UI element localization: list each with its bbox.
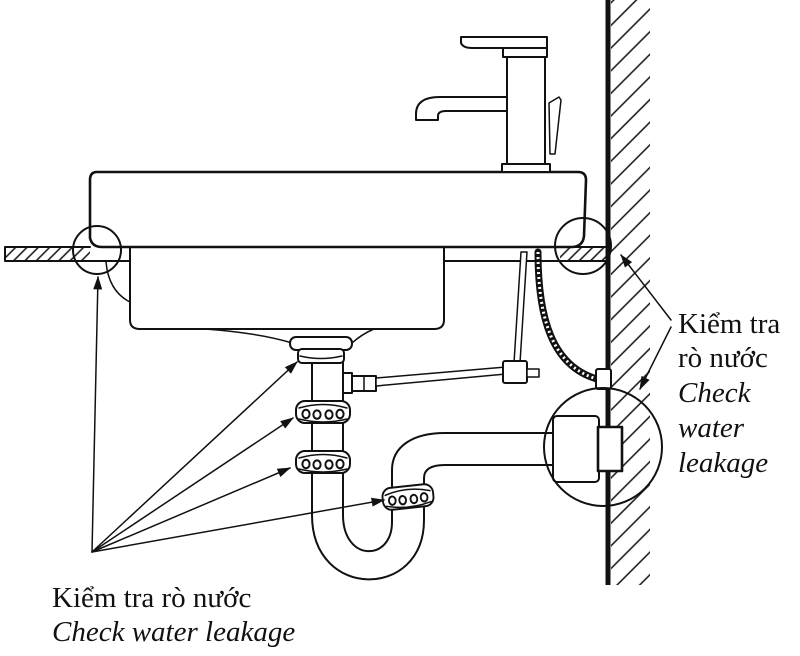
drain-nut	[297, 348, 345, 364]
angle-valve	[595, 368, 612, 390]
arrow-to-slip-nut-trap	[91, 497, 386, 553]
countertop-edge-left	[4, 246, 131, 262]
pop-up-vertical-rod	[513, 251, 528, 364]
slip-nut-upper	[295, 400, 351, 424]
arrow-to-slip-nut-lower	[91, 467, 292, 553]
faucet-base	[501, 163, 551, 173]
pop-up-linkage-rod	[375, 366, 507, 387]
linkage-pivot-flange	[342, 372, 353, 394]
sink-rim	[88, 170, 588, 249]
trap-arm-upper-wall	[391, 432, 554, 486]
label-right-en-line1: Check	[678, 377, 752, 409]
faucet	[415, 36, 562, 173]
leak-check-circle-counter-left	[72, 225, 122, 275]
drain-nut-ring	[299, 355, 343, 360]
leak-check-circle-wall-drain	[543, 387, 663, 507]
faucet-cap	[502, 47, 548, 58]
countertop-hatching-right	[560, 248, 606, 260]
tailpiece-pipe-left-wall	[311, 361, 425, 581]
faucet-spout	[415, 96, 508, 121]
label-right-en-line3: leakage	[678, 447, 768, 479]
arrow-to-wall-drain	[639, 326, 672, 391]
arrow-to-counter-right	[620, 254, 672, 321]
arrow-to-drain-nut	[91, 361, 298, 553]
wall-escutcheon	[552, 415, 600, 483]
sink-basin	[129, 247, 445, 330]
linkage-clamp	[502, 360, 528, 384]
pop-up-lift-rod	[548, 96, 562, 155]
countertop-hatching-left	[6, 248, 90, 260]
arrow-to-counter-left	[91, 275, 103, 553]
countertop	[4, 246, 608, 262]
tailpiece-pipe-right-wall	[342, 361, 393, 553]
faucet-lever-handle	[460, 36, 548, 49]
label-bottom-left-vi: Kiểm tra rò nước	[52, 582, 251, 614]
callout-arrows-right	[620, 254, 672, 391]
wall-hatching	[611, 0, 650, 585]
sink-underside-flange	[105, 261, 131, 303]
label-right-en-line2: water	[678, 412, 745, 444]
arrow-to-slip-nut-upper	[91, 417, 294, 553]
callout-arrows-left	[91, 275, 386, 553]
linkage-clamp-screw	[526, 368, 540, 378]
faucet-body	[506, 56, 546, 166]
leak-check-circle-counter-right	[554, 217, 612, 275]
braided-supply-hose	[534, 248, 601, 383]
label-bottom-left-en: Check water leakage	[52, 616, 295, 648]
label-right-vi-line1: Kiểm tra	[678, 308, 780, 340]
slip-nut-lower	[295, 450, 351, 474]
slip-nut-trap	[380, 482, 436, 512]
wall-drain-fitting	[596, 425, 624, 473]
basin-drain-slope	[204, 328, 375, 344]
trap-arm-lower-wall	[423, 464, 554, 486]
label-right-vi-line2: rò nước	[678, 342, 768, 374]
